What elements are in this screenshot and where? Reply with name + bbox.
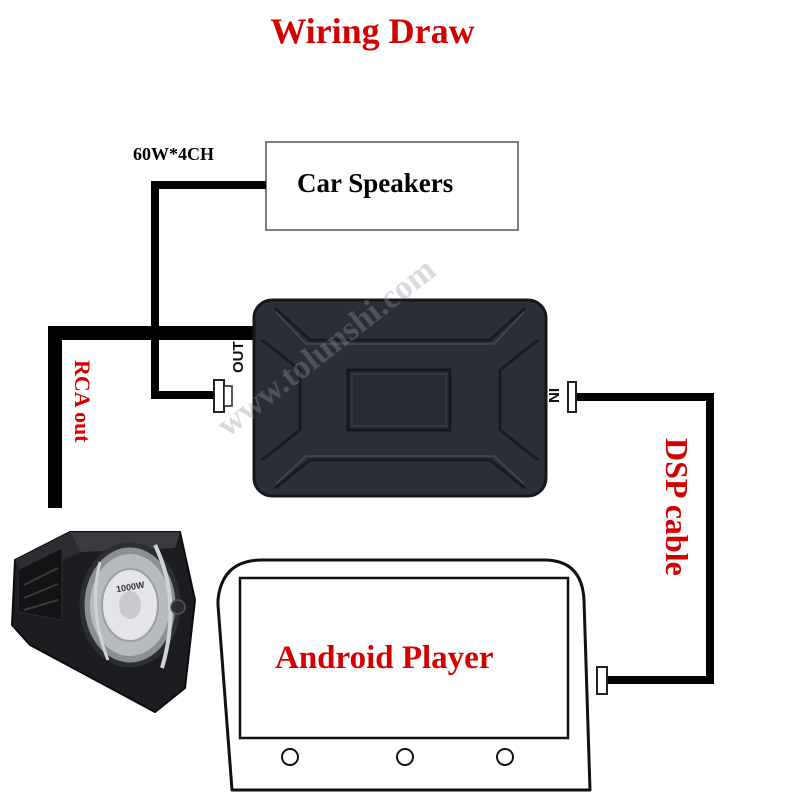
out-port — [213, 379, 233, 413]
dsp-amplifier-box — [252, 298, 548, 498]
dsp-cable-label: DSP cable — [659, 438, 695, 576]
in-port-label: IN — [545, 388, 562, 403]
android-player-label: Android Player — [275, 640, 494, 676]
android-port — [596, 666, 608, 695]
diagram-title: Wiring Draw — [270, 11, 475, 51]
subwoofer-icon — [10, 531, 197, 714]
dsp-cable — [570, 393, 714, 684]
speaker-wire — [151, 181, 266, 399]
android-head-unit-icon — [216, 558, 592, 792]
rca-out-label: RCA out — [70, 360, 95, 443]
car-speakers-label: Car Speakers — [297, 168, 454, 198]
rca-wire — [48, 326, 258, 508]
car-speakers-box — [265, 141, 519, 231]
out-port-label: OUT — [230, 341, 247, 373]
power-rating-label: 60W*4CH — [133, 144, 214, 164]
in-port — [567, 381, 577, 413]
